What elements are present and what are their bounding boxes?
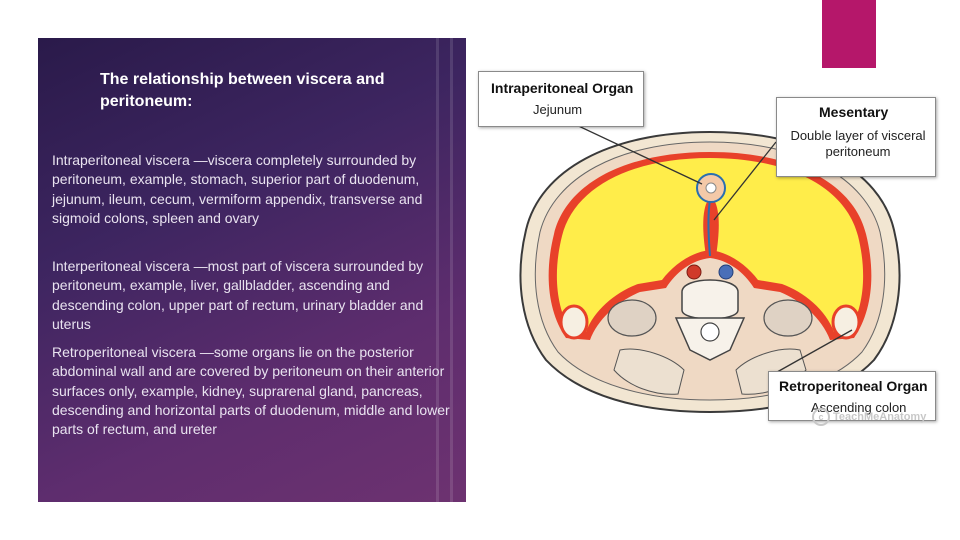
- ascending-colon: [559, 304, 589, 340]
- vena-cava: [718, 264, 734, 280]
- cross-section-figure: [470, 60, 950, 450]
- callout-mesentery-sub: Double layer of visceral peritoneum: [790, 128, 926, 159]
- descending-colon: [831, 304, 861, 340]
- accent-bar: [822, 0, 876, 68]
- pointer-intraperitoneal: [569, 121, 703, 185]
- back-muscles-left: [613, 348, 685, 395]
- aorta: [686, 264, 702, 280]
- vertebral-body: [681, 279, 739, 320]
- pointer-mesentery: [713, 141, 777, 221]
- callout-intraperitoneal-sub: Jejunum: [533, 102, 583, 117]
- text-panel: [38, 38, 466, 502]
- panel-stripe: [436, 38, 439, 502]
- jejunum-lumen: [705, 182, 717, 194]
- right-kidney: [763, 299, 813, 337]
- abdomen-cross-section: [519, 121, 901, 414]
- callout-intraperitoneal: Intraperitoneal Organ Jejunum: [478, 71, 644, 127]
- watermark-text: TeachMeAnatomy: [833, 410, 927, 423]
- paragraph-interperitoneal: Interperitoneal viscera —most part of vi…: [52, 258, 424, 332]
- spinal-canal: [700, 322, 720, 342]
- mesentery-vessel: [707, 199, 711, 257]
- callout-retroperitoneal: Retroperitoneal Organ Ascending colon: [768, 371, 936, 421]
- mesentery-stalk: [703, 200, 719, 256]
- callout-mesentery-title: Mesentary: [819, 104, 889, 120]
- callout-retroperitoneal-title: Retroperitoneal Organ: [779, 378, 928, 394]
- pointer-retroperitoneal: [769, 329, 853, 377]
- callout-mesentery: Mesentary Double layer of visceral perit…: [776, 97, 936, 177]
- paragraph-retroperitoneal: Retroperitoneal viscera —some organs lie…: [52, 344, 450, 438]
- callout-intraperitoneal-title: Intraperitoneal Organ: [491, 80, 634, 96]
- copyright-icon: c: [812, 408, 830, 426]
- left-kidney: [607, 299, 657, 337]
- panel-stripe: [450, 38, 453, 502]
- paragraph-intraperitoneal: Intraperitoneal viscera —viscera complet…: [52, 152, 423, 226]
- callout-retroperitoneal-sub: Ascending colon: [811, 400, 907, 415]
- slide-title: The relationship between viscera and per…: [100, 71, 385, 110]
